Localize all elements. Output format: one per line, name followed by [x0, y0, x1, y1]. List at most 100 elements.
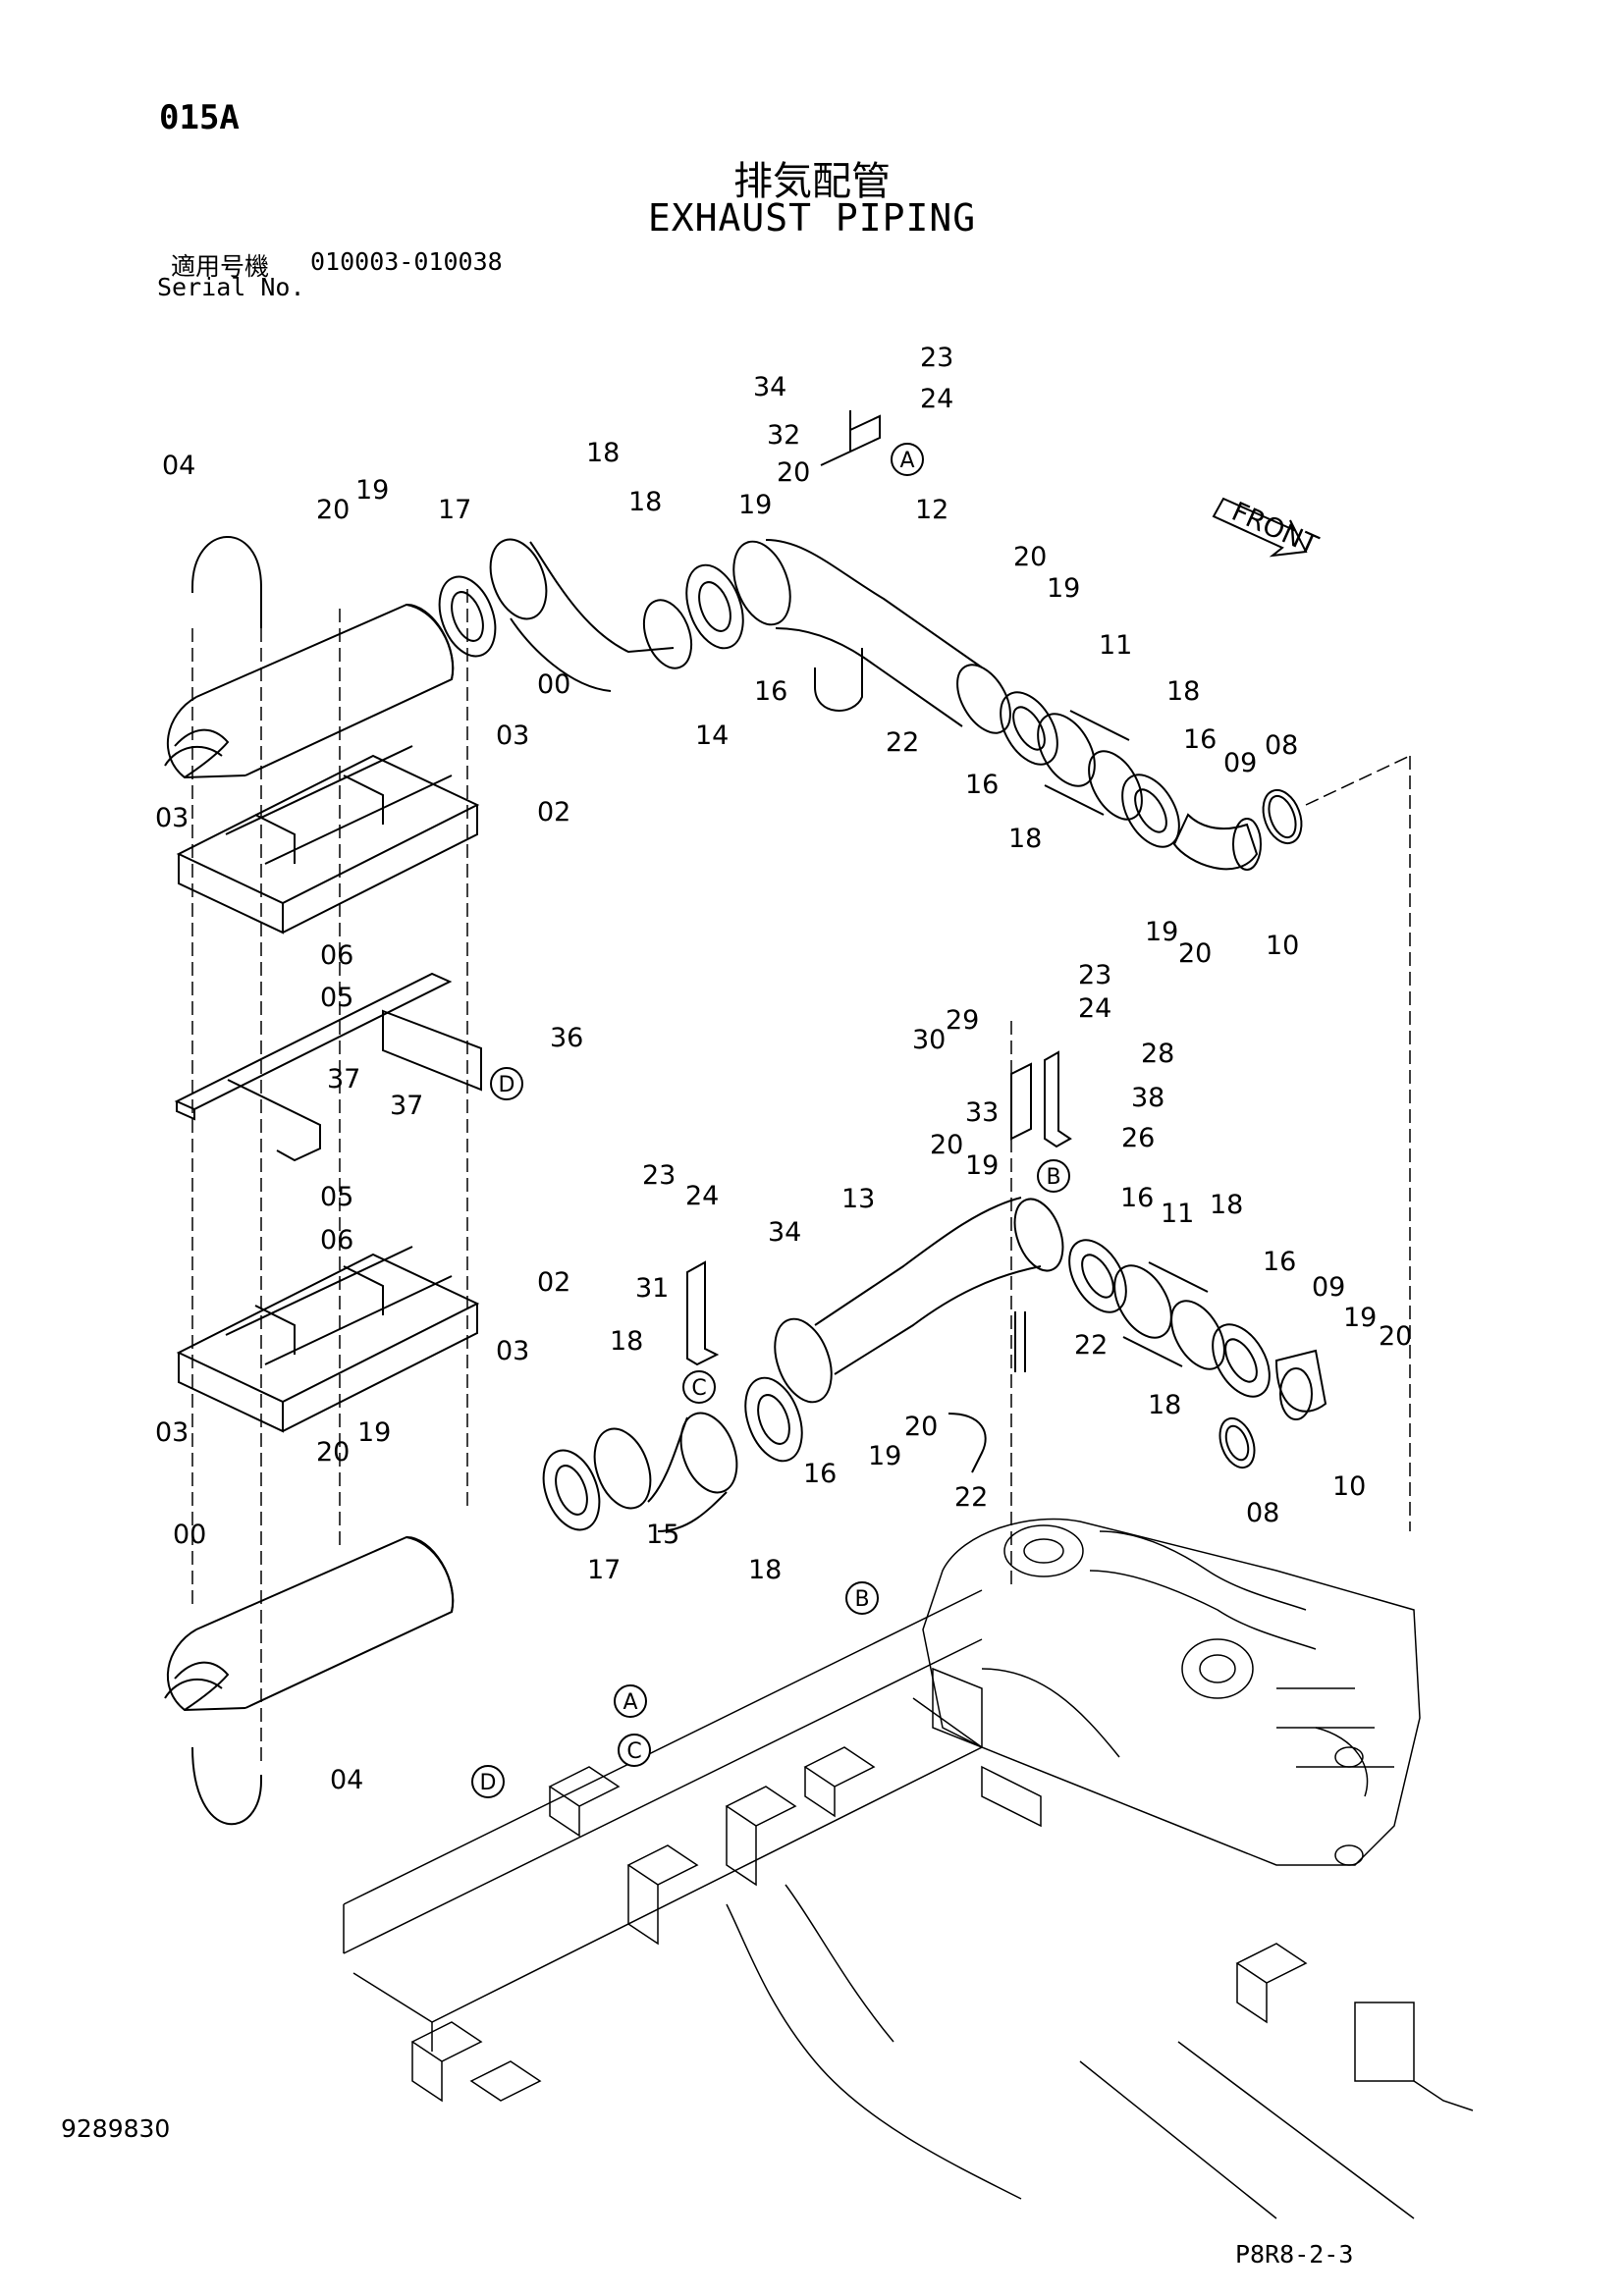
part-label-23: 23	[1078, 960, 1111, 990]
part-label-08: 08	[1246, 1498, 1279, 1528]
part-label-31: 31	[635, 1273, 669, 1304]
lower-muffler	[164, 1535, 455, 1712]
upper-support-frame	[174, 972, 482, 1162]
ref-circle-A: A	[614, 1684, 647, 1718]
part-label-12: 12	[915, 495, 948, 525]
part-label-19: 19	[1343, 1303, 1377, 1333]
ref-circle-B: B	[845, 1581, 879, 1615]
upper-elbow-09	[1172, 813, 1262, 871]
engine	[922, 1518, 1421, 1866]
part-label-32: 32	[767, 420, 800, 451]
part-label-04: 04	[162, 451, 195, 481]
part-label-20: 20	[930, 1130, 963, 1160]
lower-bracket-31	[686, 1260, 720, 1366]
part-label-11: 11	[1161, 1199, 1194, 1229]
upper-u-bolt	[191, 536, 262, 628]
part-label-03: 03	[496, 721, 529, 751]
part-label-06: 06	[320, 1225, 353, 1255]
lower-bracket-33	[1010, 1062, 1032, 1141]
part-label-20: 20	[777, 457, 810, 488]
ref-circle-A: A	[891, 443, 924, 476]
part-label-08: 08	[1265, 730, 1298, 761]
page-title-jp: 排気配管	[733, 159, 891, 204]
part-label-19: 19	[965, 1150, 999, 1181]
part-label-18: 18	[1148, 1390, 1181, 1420]
part-label-22: 22	[954, 1482, 988, 1513]
ref-circle-label: B	[854, 1587, 869, 1612]
part-label-00: 00	[173, 1520, 206, 1550]
page-reference: P8R8-2-3	[1235, 2240, 1354, 2269]
part-label-05: 05	[320, 983, 353, 1013]
part-label-04: 04	[330, 1765, 363, 1795]
page-code: 015A	[159, 98, 240, 137]
part-label-16: 16	[1120, 1183, 1154, 1213]
part-label-24: 24	[685, 1181, 719, 1211]
lower-pipe-13	[774, 1197, 1064, 1404]
part-label-37: 37	[390, 1091, 423, 1121]
part-label-34: 34	[753, 372, 786, 402]
part-label-18: 18	[1210, 1190, 1243, 1220]
lower-clamp-08	[1218, 1416, 1256, 1469]
ref-circle-C: C	[682, 1370, 716, 1404]
lower-flange-17	[542, 1449, 601, 1531]
part-label-24: 24	[920, 384, 953, 414]
lower-flange-16a	[744, 1376, 803, 1463]
lower-bracket-26	[1044, 1050, 1072, 1148]
part-label-18: 18	[610, 1326, 643, 1357]
part-label-20: 20	[1013, 542, 1047, 572]
doc-number: 9289830	[61, 2114, 171, 2143]
part-label-20: 20	[1379, 1321, 1412, 1352]
serial-label-en: Serial No.	[157, 273, 305, 301]
part-label-20: 20	[316, 1437, 350, 1468]
part-label-13: 13	[841, 1184, 875, 1214]
part-label-19: 19	[738, 490, 772, 520]
upper-pipe-11	[1037, 710, 1143, 821]
upper-u-bolt-22	[814, 648, 863, 712]
ref-circle-label: A	[899, 449, 914, 473]
part-label-19: 19	[357, 1417, 391, 1448]
upper-flange-17	[438, 575, 497, 658]
part-label-23: 23	[642, 1160, 676, 1191]
lower-flange-16c	[1212, 1323, 1271, 1398]
serial-label-jp: 適用号機	[171, 252, 270, 281]
part-label-18: 18	[586, 438, 620, 468]
part-label-34: 34	[768, 1217, 801, 1248]
part-label-26: 26	[1121, 1123, 1155, 1153]
part-label-11: 11	[1099, 630, 1132, 661]
part-label-17: 17	[438, 495, 471, 525]
upper-clamp-08	[1262, 788, 1303, 845]
part-label-00: 00	[537, 669, 570, 700]
upper-pipe-12	[732, 539, 1011, 734]
part-label-18: 18	[1008, 824, 1042, 854]
part-label-16: 16	[803, 1459, 837, 1489]
part-label-20: 20	[316, 495, 350, 525]
assembly-lines-left	[191, 589, 468, 1767]
part-label-38: 38	[1131, 1083, 1164, 1113]
part-label-20: 20	[904, 1412, 938, 1442]
part-label-16: 16	[965, 770, 999, 800]
part-label-02: 02	[537, 797, 570, 828]
ref-circle-D: D	[490, 1067, 523, 1100]
front-arrow-label: FRONT	[1227, 497, 1323, 561]
part-label-19: 19	[355, 475, 389, 506]
part-label-19: 19	[1047, 573, 1080, 604]
lower-muffler-bracket	[176, 1246, 480, 1433]
assembly-lines-right	[1010, 755, 1411, 1590]
ref-circle-label: C	[691, 1376, 706, 1401]
machine-frame	[343, 1589, 1474, 2219]
serial-range: 010003-010038	[310, 247, 503, 276]
upper-pipe-14	[489, 538, 693, 692]
part-label-20: 20	[1178, 938, 1212, 969]
part-label-19: 19	[1145, 917, 1178, 947]
lower-u-bolt	[191, 1746, 262, 1826]
part-label-10: 10	[1266, 931, 1299, 961]
part-label-03: 03	[155, 803, 189, 833]
part-label-18: 18	[1166, 676, 1200, 707]
part-label-05: 05	[320, 1182, 353, 1212]
part-label-36: 36	[550, 1023, 583, 1053]
lower-elbow-09	[1274, 1349, 1327, 1420]
lower-flange-16b	[1068, 1239, 1127, 1313]
part-label-33: 33	[965, 1097, 999, 1128]
part-label-14: 14	[695, 721, 729, 751]
part-label-06: 06	[320, 940, 353, 971]
